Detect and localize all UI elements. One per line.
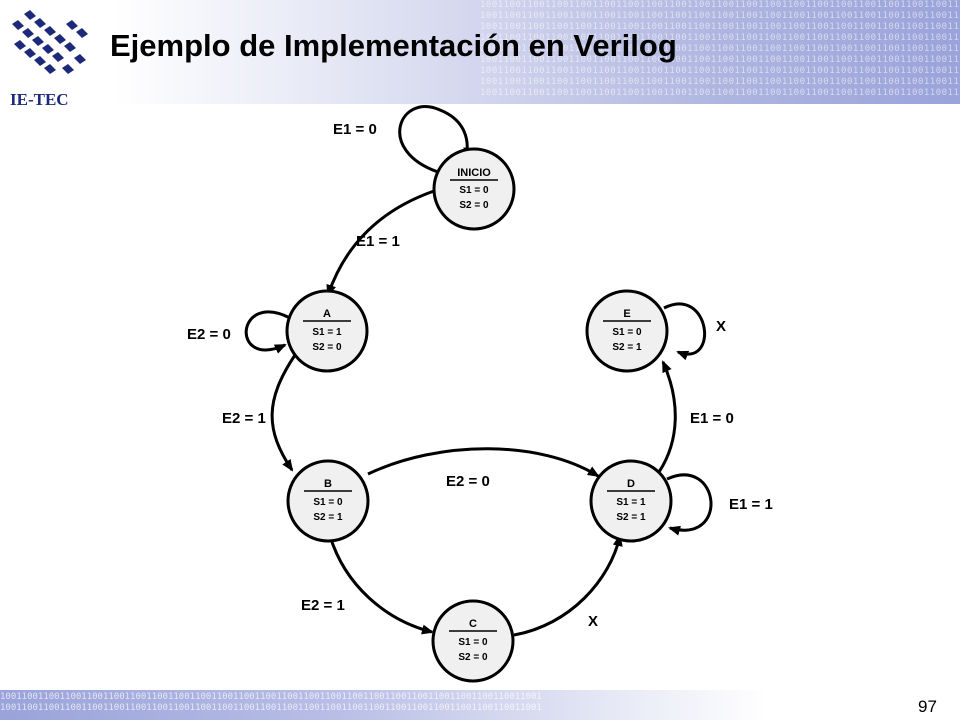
label-a-self: E2 = 0 — [187, 326, 231, 343]
logo-text: IE-TEC — [10, 90, 69, 109]
state-name: A — [323, 308, 331, 320]
state-output-s2: S2 = 1 — [313, 512, 343, 523]
label-d-self: E1 = 1 — [729, 496, 773, 513]
state-name: C — [469, 618, 477, 630]
state-e: E S1 = 0 S2 = 1 — [585, 289, 669, 373]
state-output-s1: S1 = 0 — [313, 497, 343, 508]
state-output-s1: S1 = 0 — [612, 327, 642, 338]
state-output-s1: S1 = 1 — [312, 327, 342, 338]
arrow-b-to-d — [367, 447, 600, 478]
state-name: INICIO — [457, 167, 491, 179]
arrow-inicio-to-a — [326, 189, 435, 297]
transition-labels: E1 = 0 E1 = 1 E2 = 0 E2 = 1 E2 = 0 E2 = … — [187, 121, 773, 630]
label-b-to-c: E2 = 1 — [301, 597, 345, 614]
state-name: B — [324, 478, 332, 490]
transition-arrows — [244, 105, 713, 637]
state-output-s2: S2 = 0 — [458, 652, 488, 663]
state-output-s1: S1 = 1 — [616, 497, 646, 508]
arrow-a-self — [244, 310, 291, 354]
slide-title: Ejemplo de Implementación en Verilog — [110, 28, 677, 63]
state-name: E — [623, 308, 630, 320]
arrow-c-to-d — [513, 534, 623, 637]
arrow-inicio-self — [398, 105, 474, 174]
arrow-e-self — [663, 302, 707, 361]
ie-tec-logo — [12, 10, 88, 74]
footer-band — [0, 690, 960, 720]
state-name: D — [627, 478, 635, 490]
label-inicio-self: E1 = 0 — [333, 121, 377, 138]
footer-binary-pattern: 1001100110011001100110011001100110011001… — [0, 692, 542, 713]
label-inicio-to-a: E1 = 1 — [356, 233, 400, 250]
header-band — [0, 0, 960, 104]
label-d-to-e: E1 = 0 — [690, 410, 734, 427]
state-inicio: INICIO S1 = 0 S2 = 0 — [432, 147, 516, 231]
arrow-a-to-b — [270, 354, 297, 472]
label-c-to-d: X — [588, 613, 598, 630]
label-e-self: X — [716, 318, 726, 335]
page-number: 97 — [918, 697, 937, 716]
label-a-to-b: E2 = 1 — [222, 410, 266, 427]
state-b: B S1 = 0 S2 = 1 — [286, 459, 370, 543]
state-output-s1: S1 = 0 — [458, 637, 488, 648]
arrow-b-to-c — [328, 535, 434, 635]
state-output-s2: S2 = 0 — [312, 342, 342, 353]
state-a: A S1 = 1 S2 = 0 — [285, 289, 369, 373]
state-d: D S1 = 1 S2 = 1 — [589, 459, 673, 543]
state-output-s2: S2 = 1 — [612, 342, 642, 353]
state-output-s1: S1 = 0 — [459, 185, 489, 196]
state-output-s2: S2 = 1 — [616, 512, 646, 523]
arrow-d-self — [666, 473, 713, 536]
state-c: C S1 = 0 S2 = 0 — [431, 599, 515, 683]
header-binary-pattern: 1001100110011001100110011001100110011001… — [480, 0, 960, 98]
state-output-s2: S2 = 0 — [459, 200, 489, 211]
label-b-to-d: E2 = 0 — [446, 473, 490, 490]
arrow-d-to-e — [657, 360, 677, 473]
